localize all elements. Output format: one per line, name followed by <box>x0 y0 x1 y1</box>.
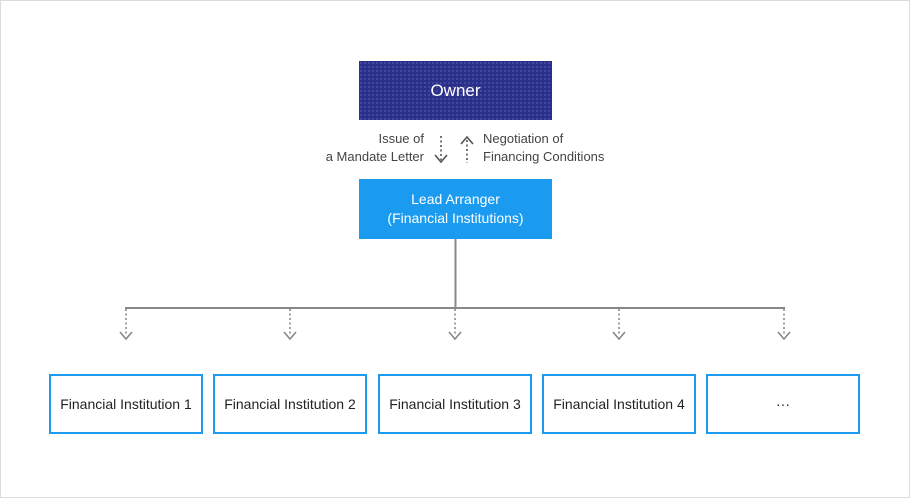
mandate-note-line1: Issue of <box>378 131 424 146</box>
mandate-note-line2: a Mandate Letter <box>325 149 424 164</box>
negotiation-note: Negotiation of Financing Conditions <box>483 130 604 166</box>
institution-ellipsis: ··· <box>776 396 790 412</box>
mandate-arrow <box>434 136 448 164</box>
institution-label: Financial Institution 4 <box>553 396 685 412</box>
negotiation-arrow <box>460 135 474 163</box>
lead-arranger-box: Lead Arranger (Financial Institutions) <box>359 179 552 239</box>
negotiation-note-line1: Negotiation of <box>483 131 564 146</box>
institution-box-3: Financial Institution 3 <box>378 374 532 434</box>
branch-arrows <box>119 309 791 341</box>
negotiation-note-line2: Financing Conditions <box>483 149 605 164</box>
institution-box-4: Financial Institution 4 <box>542 374 696 434</box>
branch-arrow <box>777 309 791 341</box>
branch-arrow <box>119 309 133 341</box>
owner-label: Owner <box>430 80 481 100</box>
branch-arrow <box>448 309 462 341</box>
branch-arrow <box>612 309 626 341</box>
institution-label: Financial Institution 2 <box>224 396 356 412</box>
institution-label: Financial Institution 1 <box>60 396 192 412</box>
lead-arranger-subtitle: (Financial Institutions) <box>387 210 524 226</box>
owner-box: Owner <box>359 61 552 120</box>
institution-box-more: ··· <box>706 374 860 434</box>
mandate-note: Issue of a Mandate Letter <box>326 130 424 166</box>
lead-arranger-title: Lead Arranger <box>411 191 500 207</box>
institution-label: Financial Institution 3 <box>389 396 521 412</box>
institution-box-2: Financial Institution 2 <box>213 374 367 434</box>
branch-arrow <box>283 309 297 341</box>
institution-box-1: Financial Institution 1 <box>49 374 203 434</box>
